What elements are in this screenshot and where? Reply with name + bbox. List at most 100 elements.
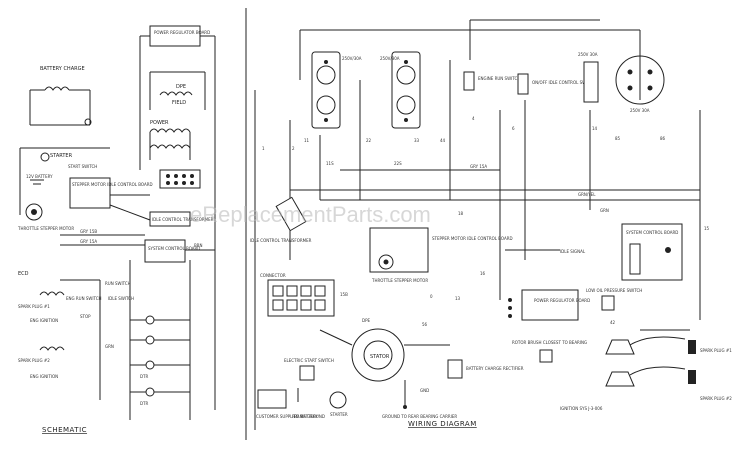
rotor-brush-label: ROTOR BRUSH CLOSEST TO BEARING — [512, 340, 587, 345]
wiring-label-gry15a: GRY 15A — [470, 164, 487, 169]
schematic-label-stop: STOP — [80, 314, 91, 319]
schematic-label-dpe: DPE — [176, 84, 186, 90]
wire-56: 56 — [422, 322, 428, 327]
idle-control-transformer-label: IDLE CONTROL TRANSFORMER — [250, 238, 312, 243]
wire-18: 18 — [458, 211, 464, 216]
wire-16: 16 — [480, 271, 486, 276]
battery-charge-coil — [44, 86, 70, 91]
schematic-label-spark-plug-1: SPARK PLUG #1 — [18, 304, 50, 309]
schematic-label-spark-plug-2: SPARK PLUG #2 — [18, 358, 50, 363]
spark-plug-wire-1 — [629, 336, 686, 346]
starter-motor — [329, 391, 347, 409]
wiring-label-grn: GRN — [600, 208, 609, 213]
idle-signal-label: IDLE SIGNAL — [560, 249, 586, 254]
connector-label: CONNECTOR — [260, 273, 286, 278]
ignition-coil-1 — [39, 291, 65, 296]
wire-33: 33 — [414, 138, 420, 143]
schematic-label-eng-run-switch: ENG RUN SWITCH — [66, 296, 102, 301]
schematic-label-dtr-2: DTR — [140, 401, 149, 406]
receptacle-2-label: 250V/30A — [380, 56, 400, 61]
receptacle-3-label: 250V 30A — [630, 108, 650, 113]
wire-4: 4 — [472, 116, 475, 121]
schematic-label-dtr-1: DTR — [140, 374, 149, 379]
schematic-label-battery-12v: 12V BATTERY — [26, 174, 53, 179]
schematic-label-run-switch: RUN SWITCH — [105, 281, 131, 286]
power-regulator-board-label: POWER REGULATOR BOARD — [534, 298, 590, 303]
wiring-label-grn-yel: GRN/YEL — [578, 192, 596, 197]
power-coil-1 — [149, 128, 191, 133]
charge-rectifier-symbol — [84, 118, 92, 126]
starter-label: STARTER — [330, 412, 348, 417]
wire-44: 44 — [440, 138, 446, 143]
wire-22: 22 — [366, 138, 372, 143]
wire-1: 1 — [262, 146, 265, 151]
schematic-label-grn: GRN — [105, 344, 114, 349]
throttle-stepper-label: THROTTLE STEPPER MOTOR — [371, 278, 428, 283]
schematic-stepper-motor-idle-control-board — [69, 177, 111, 209]
rotor-brush — [539, 349, 553, 363]
receptacle-3 — [615, 55, 665, 105]
wire-42: 42 — [610, 320, 616, 325]
schematic-lamp-1 — [145, 315, 155, 325]
schematic-label-eng-ignition-1: ENG IGNITION — [30, 318, 58, 323]
spark-plug-2 — [688, 370, 696, 384]
dpe-label: DPE — [362, 318, 370, 323]
schematic-label-idle-switch: IDLE SWITCH — [108, 296, 134, 301]
wire-15: 15 — [704, 226, 710, 231]
schematic-power-regulator-board — [149, 25, 201, 47]
schematic-label-idle-transformer: IDLE CONTROL TRANSFORMER — [152, 217, 214, 222]
watermark-text: eReplacementParts.com — [190, 202, 431, 227]
system-control-board-label: SYSTEM CONTROL BOARD — [626, 230, 678, 235]
field-coil — [159, 91, 193, 96]
stepper-board-label: STEPPER MOTOR IDLE CONTROL BOARD — [432, 236, 513, 241]
wire-11s: 11S — [326, 161, 334, 166]
schematic-label-power-regulator-board: POWER REGULATOR BOARD — [154, 30, 210, 35]
spark-plug-1-label: SPARK PLUG #1 — [700, 348, 732, 353]
terminal-strip — [267, 279, 335, 317]
schematic-label-gry15b: GRY 15B — [80, 229, 97, 234]
customer-battery-label: CUSTOMER SUPPLIED BATTERY — [256, 414, 318, 419]
schematic-label-gry15a: GRY 15A — [80, 239, 97, 244]
starter-motor-symbol — [40, 152, 50, 162]
schematic-label-start-switch: START SWITCH — [68, 164, 97, 169]
schematic-label-stepper-board: STEPPER MOTOR IDLE CONTROL BOARD — [72, 182, 153, 187]
engine-run-switch-label: ENGINE RUN SWITCH — [478, 76, 520, 81]
wire-6: 6 — [512, 126, 515, 131]
wire-15b: 15B — [340, 292, 348, 297]
wire-86: 86 — [660, 136, 666, 141]
wire-14: 14 — [592, 126, 598, 131]
wire-13: 13 — [455, 296, 461, 301]
schematic-section: POWER REGULATOR BOARD DPE FIELD POWER BA… — [17, 25, 216, 434]
wire-0: 0 — [430, 294, 433, 299]
spark-plug-wire-2 — [629, 366, 686, 376]
power-coil-2 — [149, 144, 191, 149]
wiring-section: 250V/30A 250V/30A ENGINE RUN SWITCH ON/O… — [250, 19, 732, 430]
engine-run-switch — [463, 71, 475, 91]
ignition-module-2 — [605, 371, 635, 387]
ignition-module-1 — [605, 339, 635, 355]
wire-2: 2 — [292, 146, 295, 151]
receptacle-4-label: 250V 30A — [578, 52, 598, 57]
receptacle-4 — [583, 61, 599, 103]
electric-start-switch-label: ELECTRIC START SWITCH — [284, 358, 334, 363]
stepper-idle-control-board — [369, 227, 429, 273]
schematic-lamp-2 — [145, 335, 155, 345]
battery-charge-rectifier-label: BATTERY CHARGE RECTIFIER — [466, 366, 524, 371]
idle-control-transformer — [275, 196, 307, 232]
idle-control-switch — [517, 73, 529, 95]
ignition-label: IGNITION SYS J-3-006 — [560, 406, 603, 411]
schematic-label-field: FIELD — [172, 100, 186, 106]
schematic-label-throttle-stepper: THROTTLE STEPPER MOTOR — [17, 226, 74, 231]
schematic-label-ecd: ECD — [18, 271, 29, 277]
schematic-label-eng-ignition-2: ENG IGNITION — [30, 374, 58, 379]
wiring-diagram-title: WIRING DIAGRAM — [408, 420, 477, 428]
schematic-terminal-block — [159, 169, 201, 189]
schematic-throttle-stepper-motor — [25, 203, 43, 221]
wire-22s: 22S — [394, 161, 402, 166]
frame-ground-label: FRAME GROUND — [292, 414, 325, 419]
ignition-coil-2 — [39, 346, 65, 351]
low-oil-pressure-switch — [601, 295, 615, 311]
electric-start-switch — [299, 365, 315, 381]
throttle-stepper-motor — [378, 254, 394, 270]
